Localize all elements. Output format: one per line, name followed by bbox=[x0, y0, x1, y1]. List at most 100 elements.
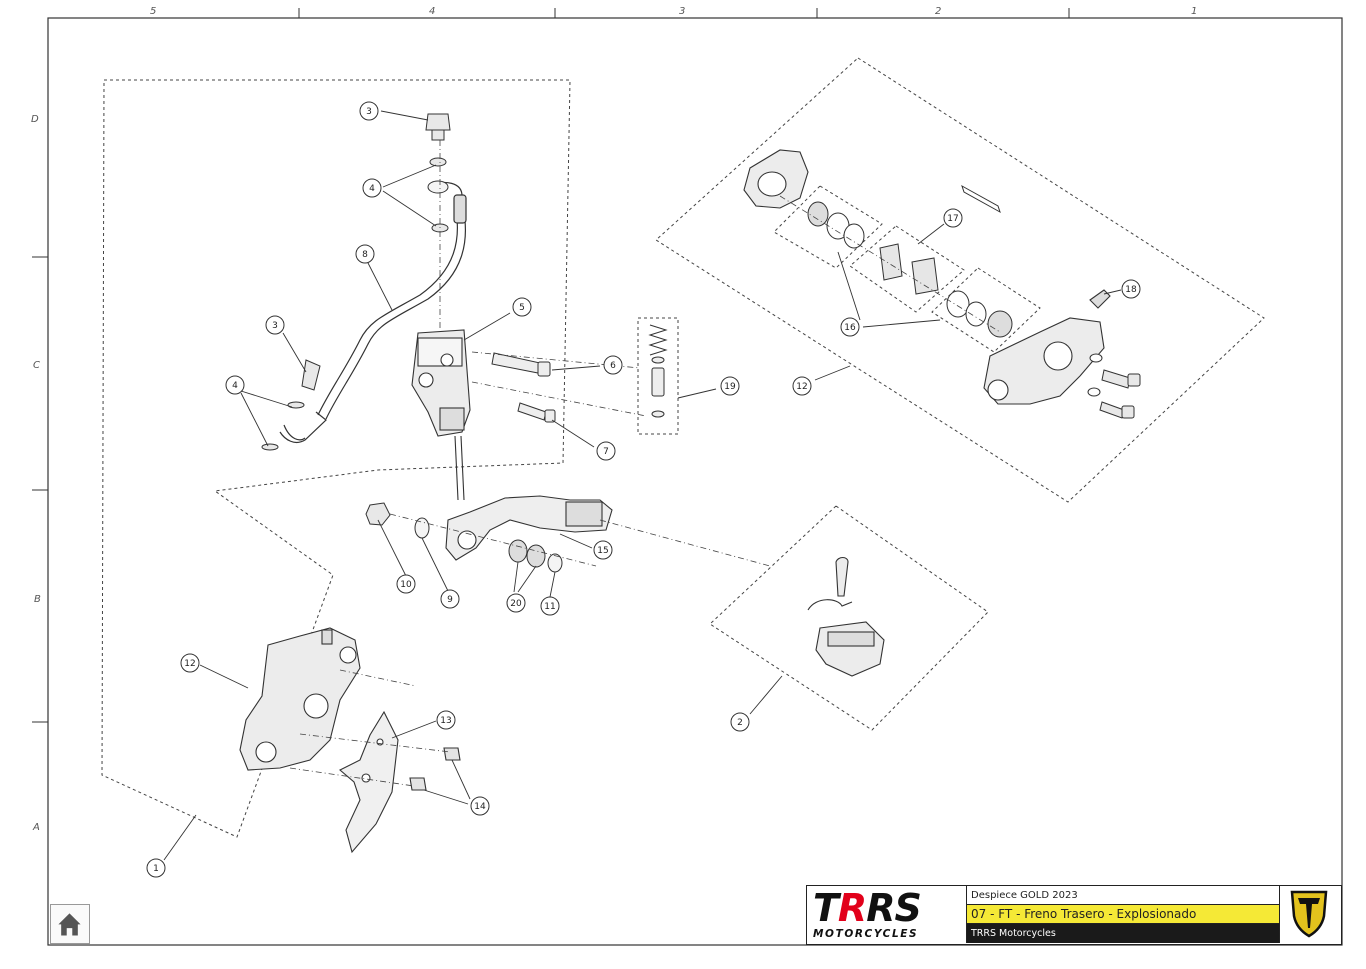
callout-label: 16 bbox=[844, 323, 856, 333]
callout-label: 3 bbox=[272, 321, 278, 331]
spring-valve-kit bbox=[648, 324, 668, 418]
callout-label: 8 bbox=[362, 250, 368, 260]
callout-circle bbox=[792, 376, 812, 396]
callout-circle bbox=[359, 101, 379, 121]
title-rows: Despiece GOLD 2023 07 - FT - Freno Trase… bbox=[967, 886, 1279, 943]
section-title: 07 - FT - Freno Trasero - Explosionado bbox=[967, 905, 1279, 924]
callout-label: 1 bbox=[153, 864, 159, 874]
callout-8: 8 bbox=[355, 244, 375, 264]
callout-circle bbox=[225, 375, 245, 395]
callout-circle bbox=[436, 710, 456, 730]
zone-top-1: 1 bbox=[1191, 6, 1198, 17]
callout-label: 2 bbox=[737, 718, 743, 728]
group-boundary-19 bbox=[637, 317, 679, 435]
callout-19: 19 bbox=[720, 376, 740, 396]
callout-circle bbox=[593, 540, 613, 560]
callout-label: 14 bbox=[474, 802, 486, 812]
foot-peg bbox=[807, 556, 885, 677]
callout-circle bbox=[506, 593, 526, 613]
callout-circle bbox=[355, 244, 375, 264]
callout-circle bbox=[396, 574, 416, 594]
brand-wordmark: TRRS bbox=[813, 886, 922, 930]
callout-circle bbox=[1121, 279, 1141, 299]
callout-label: 7 bbox=[603, 447, 609, 457]
brake-pads bbox=[879, 243, 939, 295]
callout-3: 3 bbox=[265, 315, 285, 335]
caliper-inner-half bbox=[983, 289, 1111, 405]
document-title: Despiece GOLD 2023 bbox=[967, 886, 1279, 905]
pistons-seals bbox=[807, 201, 1013, 338]
group-boundary-12 bbox=[655, 57, 1265, 503]
callout-11: 11 bbox=[540, 596, 560, 616]
callout-circle bbox=[720, 376, 740, 396]
callout-circle bbox=[265, 315, 285, 335]
callout-label: 18 bbox=[1125, 285, 1137, 295]
callout-label: 4 bbox=[232, 381, 238, 391]
callout-2: 2 bbox=[730, 712, 750, 732]
callout-circle bbox=[943, 208, 963, 228]
callout-circle bbox=[146, 858, 166, 878]
zone-side-c: C bbox=[33, 360, 40, 371]
callout-label: 5 bbox=[519, 303, 525, 313]
banjo-bolt-lower bbox=[261, 359, 321, 451]
callout-circle bbox=[840, 317, 860, 337]
callout-label: 3 bbox=[366, 107, 372, 117]
callout-12: 12 bbox=[180, 653, 200, 673]
callout-circle bbox=[180, 653, 200, 673]
zone-ticks bbox=[32, 8, 1070, 723]
caliper-outer-half bbox=[743, 149, 809, 209]
callout-20: 20 bbox=[506, 593, 526, 613]
group-boundary-16a bbox=[773, 185, 883, 269]
zone-side-a: A bbox=[33, 822, 40, 833]
pad-pin bbox=[961, 184, 1001, 214]
callout-5: 5 bbox=[512, 297, 532, 317]
callout-circle bbox=[470, 796, 490, 816]
callout-label: 9 bbox=[447, 595, 453, 605]
drawing-frame bbox=[47, 17, 1343, 946]
group-boundary-16b bbox=[931, 267, 1041, 353]
brake-pedal bbox=[445, 495, 613, 561]
callout-10: 10 bbox=[396, 574, 416, 594]
brake-hose bbox=[279, 181, 467, 444]
home-button[interactable] bbox=[50, 904, 90, 944]
zone-side-d: D bbox=[31, 114, 39, 125]
brand-subtitle: MOTORCYCLES bbox=[813, 928, 919, 940]
callout-12: 12 bbox=[792, 376, 812, 396]
callout-circle bbox=[596, 441, 616, 461]
zone-top-5: 5 bbox=[150, 6, 157, 17]
callout-6: 6 bbox=[603, 355, 623, 375]
group-boundary-2 bbox=[709, 505, 989, 731]
home-icon bbox=[58, 913, 81, 936]
leader-lines bbox=[163, 110, 1122, 861]
caliper-bolts bbox=[1087, 353, 1141, 419]
group-boundary-17 bbox=[849, 225, 965, 313]
callout-14: 14 bbox=[470, 796, 490, 816]
callout-circle bbox=[730, 712, 750, 732]
callout-17: 17 bbox=[943, 208, 963, 228]
callout-label: 12 bbox=[184, 659, 195, 669]
callout-label: 6 bbox=[610, 361, 616, 371]
callout-15: 15 bbox=[593, 540, 613, 560]
callout-label: 11 bbox=[544, 602, 555, 612]
callout-label: 12 bbox=[796, 382, 807, 392]
callout-label: 19 bbox=[724, 382, 736, 392]
callout-9: 9 bbox=[440, 589, 460, 609]
callout-7: 7 bbox=[596, 441, 616, 461]
callout-circle bbox=[512, 297, 532, 317]
caliper-left bbox=[239, 627, 361, 771]
callout-circle bbox=[440, 589, 460, 609]
callout-3: 3 bbox=[359, 101, 379, 121]
callout-label: 10 bbox=[400, 580, 412, 590]
master-cylinder bbox=[411, 329, 471, 501]
callout-18: 18 bbox=[1121, 279, 1141, 299]
callout-13: 13 bbox=[436, 710, 456, 730]
callout-4: 4 bbox=[362, 178, 382, 198]
callout-label: 4 bbox=[369, 184, 375, 194]
zone-side-b: B bbox=[34, 594, 41, 605]
title-block: TRRS MOTORCYCLES Despiece GOLD 2023 07 -… bbox=[806, 885, 1342, 945]
callout-label: 20 bbox=[510, 599, 522, 609]
callout-circle bbox=[540, 596, 560, 616]
